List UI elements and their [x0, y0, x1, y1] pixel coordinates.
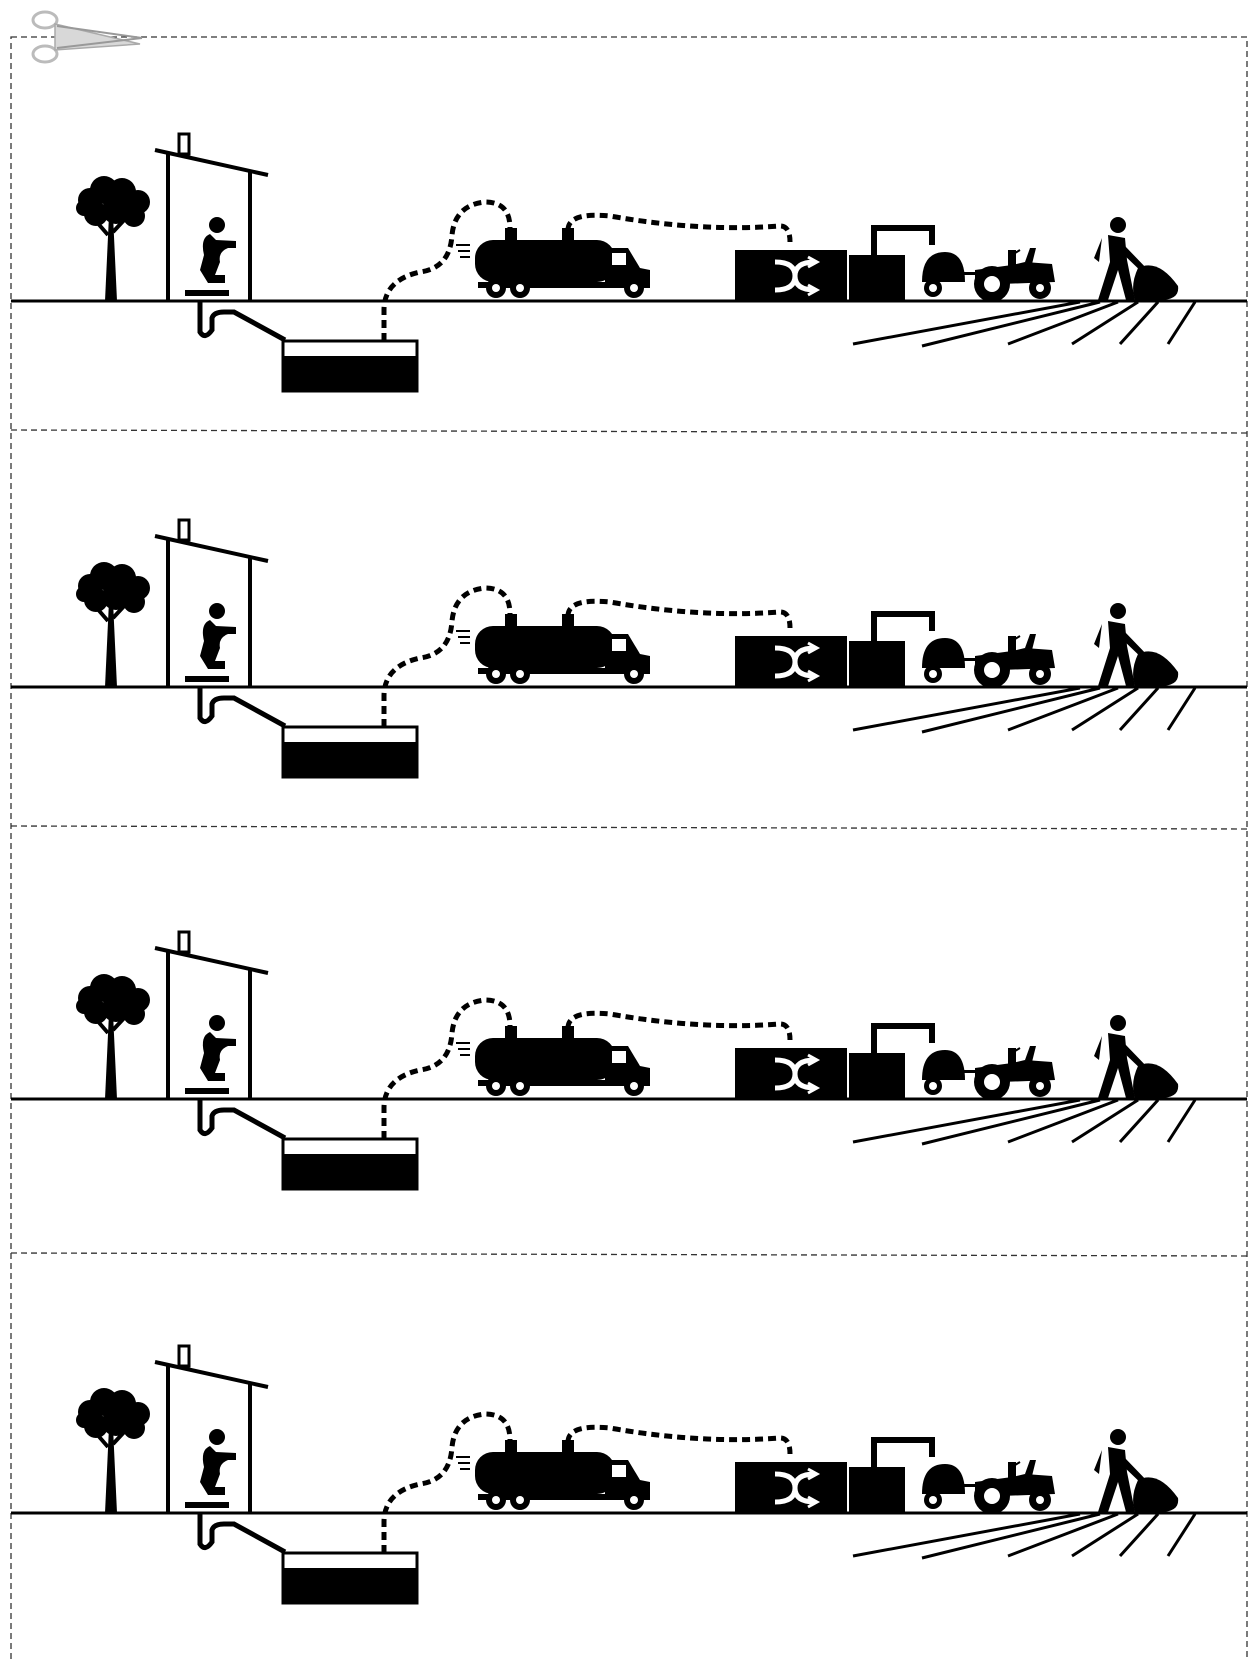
scene-strip — [0, 0, 1259, 415]
scene-strip — [0, 1212, 1259, 1627]
sanitation-chain-scene — [11, 932, 1247, 1189]
scene-strip — [0, 386, 1259, 801]
sanitation-chain-scene — [11, 520, 1247, 777]
sanitation-chain-scene — [11, 1346, 1247, 1603]
sanitation-chain-scene — [11, 134, 1247, 391]
scene-strip — [0, 798, 1259, 1213]
